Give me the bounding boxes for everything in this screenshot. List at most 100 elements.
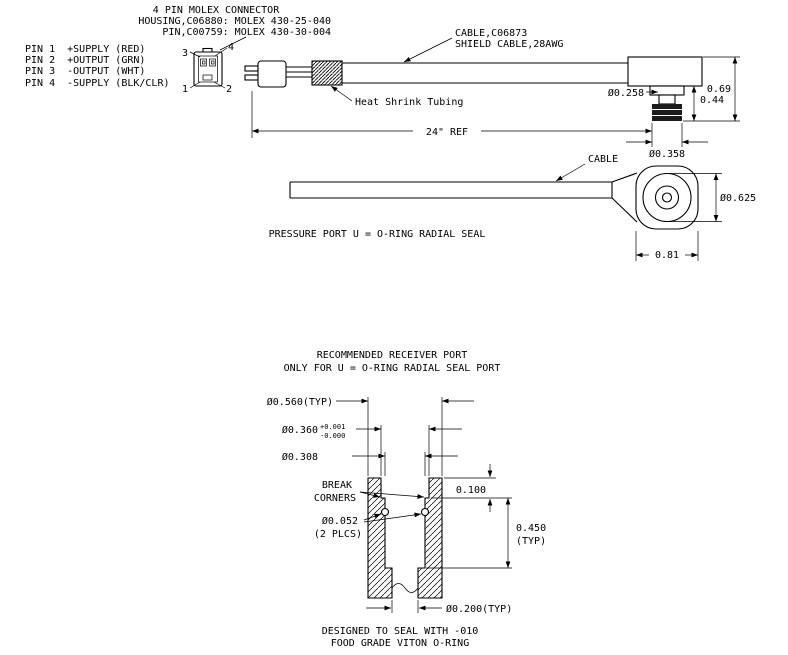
dia-052-dim: Ø0.052 xyxy=(322,515,358,527)
dim-dia-560: Ø0.560(TYP) xyxy=(267,396,474,408)
plug-prong xyxy=(244,65,259,72)
leader-line xyxy=(213,81,226,89)
dim-dia-360: Ø0.360 +0.001 -0.000 xyxy=(282,423,462,440)
strain-relief-edge xyxy=(611,172,638,183)
heat-shrink-label: Heat Shrink Tubing xyxy=(355,97,463,108)
dim-depth-450: 0.450 (TYP) xyxy=(426,498,546,569)
connector-housing-note: HOUSING,C06880: MOLEX 430-25-040 xyxy=(138,16,331,27)
dia-360-tol-minus: -0.000 xyxy=(320,432,345,440)
pinout-list: PIN 1 +SUPPLY (RED) PIN 2 +OUTPUT (GRN) … xyxy=(25,44,170,89)
cable-length-dim: 24" REF xyxy=(426,127,468,138)
heat-shrink-tubing-drawing xyxy=(311,60,343,86)
leader-line xyxy=(359,491,425,499)
vent-hole xyxy=(420,507,430,517)
dim-tip-dia: Ø0.358 xyxy=(626,123,708,160)
connector-notes-title: 4 PIN MOLEX CONNECTOR xyxy=(153,5,280,16)
depth-450-note: (TYP) xyxy=(516,536,546,547)
sensor-oring-rib xyxy=(652,104,682,109)
sensor-flange xyxy=(649,85,685,96)
port-seal-circle xyxy=(642,172,692,223)
cable-shield-note: SHIELD CABLE,28AWG xyxy=(455,39,563,50)
cable-label: CABLE xyxy=(588,154,618,165)
leader-line xyxy=(363,512,422,523)
vent-hole xyxy=(380,507,390,517)
plug-prong xyxy=(244,74,259,81)
stem-dia-dim: Ø0.258 xyxy=(608,87,644,99)
overall-height-dim: 0.69 xyxy=(707,84,731,95)
dim-cable-length: 24" REF xyxy=(251,91,653,147)
pinout-pin1: PIN 1 +SUPPLY (RED) xyxy=(25,44,145,55)
receiver-port-section: RECOMMENDED RECEIVER PORT ONLY FOR U = O… xyxy=(267,350,546,649)
leader-line xyxy=(403,37,453,63)
tip-dia-dim: Ø0.358 xyxy=(649,148,685,160)
plug-body xyxy=(257,60,287,88)
dim-stem-height: 0.44 xyxy=(691,86,724,121)
sensor-oring-rib xyxy=(652,116,682,121)
dim-stem-dia: Ø0.258 xyxy=(608,87,658,99)
sensor-body xyxy=(627,56,703,87)
break-wave xyxy=(391,583,419,593)
seal-note-2: FOOD GRADE VITON O-RING xyxy=(331,638,469,649)
stem-height-dim: 0.44 xyxy=(700,95,724,106)
dia-560-dim: Ø0.560(TYP) xyxy=(267,396,333,408)
connector-pin-slot xyxy=(200,58,207,67)
heat-shrink-callout: Heat Shrink Tubing xyxy=(330,85,463,108)
pin-number-4: 4 xyxy=(228,42,234,53)
cable-callout: CABLE,C06873 SHIELD CABLE,28AWG xyxy=(403,28,563,63)
sensor-end-view xyxy=(289,165,699,230)
break-corners-label-2: CORNERS xyxy=(314,493,356,504)
connector-pin-contact xyxy=(211,60,215,65)
dim-body-width: 0.81 xyxy=(635,231,699,261)
connector-latch xyxy=(202,74,213,81)
leader-line xyxy=(189,51,201,58)
port-wall-left xyxy=(367,477,393,599)
dia-200-dim: Ø0.200(TYP) xyxy=(446,603,512,615)
cable-label-callout: CABLE xyxy=(555,154,618,182)
connector-pin-note: PIN,C00759: MOLEX 430-30-004 xyxy=(162,27,331,38)
receiver-port-title-1: RECOMMENDED RECEIVER PORT xyxy=(317,350,468,361)
leader-line xyxy=(189,81,201,89)
port-wall-right xyxy=(417,477,443,599)
pinout-pin3: PIN 3 -OUTPUT (WHT) xyxy=(25,66,145,77)
pinout-pin4: PIN 4 -SUPPLY (BLK/CLR) xyxy=(25,78,170,89)
break-corners-label-1: BREAK xyxy=(322,480,352,491)
break-corners-callout: BREAK CORNERS xyxy=(314,480,425,504)
leader-line xyxy=(219,36,247,51)
depth-450-dim: 0.450 xyxy=(516,523,546,534)
dia-052-note: (2 PLCS) xyxy=(314,529,362,540)
pin-number-2: 2 xyxy=(226,84,232,95)
depth-100-dim: 0.100 xyxy=(456,485,486,496)
leader-line xyxy=(214,47,228,57)
sensor-oring-rib xyxy=(652,110,682,115)
dim-port-dia: Ø0.625 xyxy=(669,173,756,222)
body-width-dim: 0.81 xyxy=(655,250,679,261)
seal-note-1: DESIGNED TO SEAL WITH -010 xyxy=(322,626,479,637)
connector-body xyxy=(193,51,223,87)
leader-line xyxy=(359,491,381,498)
port-body-outline xyxy=(635,165,699,230)
leader-line xyxy=(363,513,382,521)
leader-line xyxy=(330,85,353,102)
cable-part-number: CABLE,C06873 xyxy=(455,28,527,39)
cable-side-view xyxy=(342,62,628,84)
port-orifice-circle xyxy=(661,192,673,203)
pin-number-1: 1 xyxy=(182,84,188,95)
dim-dia-052: Ø0.052 (2 PLCS) xyxy=(314,512,422,540)
leader-line xyxy=(555,163,586,182)
dia-360-tol-plus: +0.001 xyxy=(320,423,345,431)
pin-number-3: 3 xyxy=(182,48,188,59)
strain-relief-edge xyxy=(611,197,638,223)
connector-pin-contact xyxy=(202,60,206,65)
cable-plug-drawing xyxy=(244,60,312,88)
sensor-side-view xyxy=(627,56,703,121)
port-inner-circle xyxy=(654,185,680,210)
dim-dia-200: Ø0.200(TYP) xyxy=(366,600,512,615)
dia-360-dim: Ø0.360 xyxy=(282,424,318,436)
connector-pin-slot xyxy=(209,58,216,67)
pinout-pin2: PIN 2 +OUTPUT (GRN) xyxy=(25,55,145,66)
molex-connector-drawing: 3 4 1 2 xyxy=(182,42,234,95)
dia-308-dim: Ø0.308 xyxy=(282,451,318,463)
pressure-port-note: PRESSURE PORT U = O-RING RADIAL SEAL xyxy=(269,229,486,240)
